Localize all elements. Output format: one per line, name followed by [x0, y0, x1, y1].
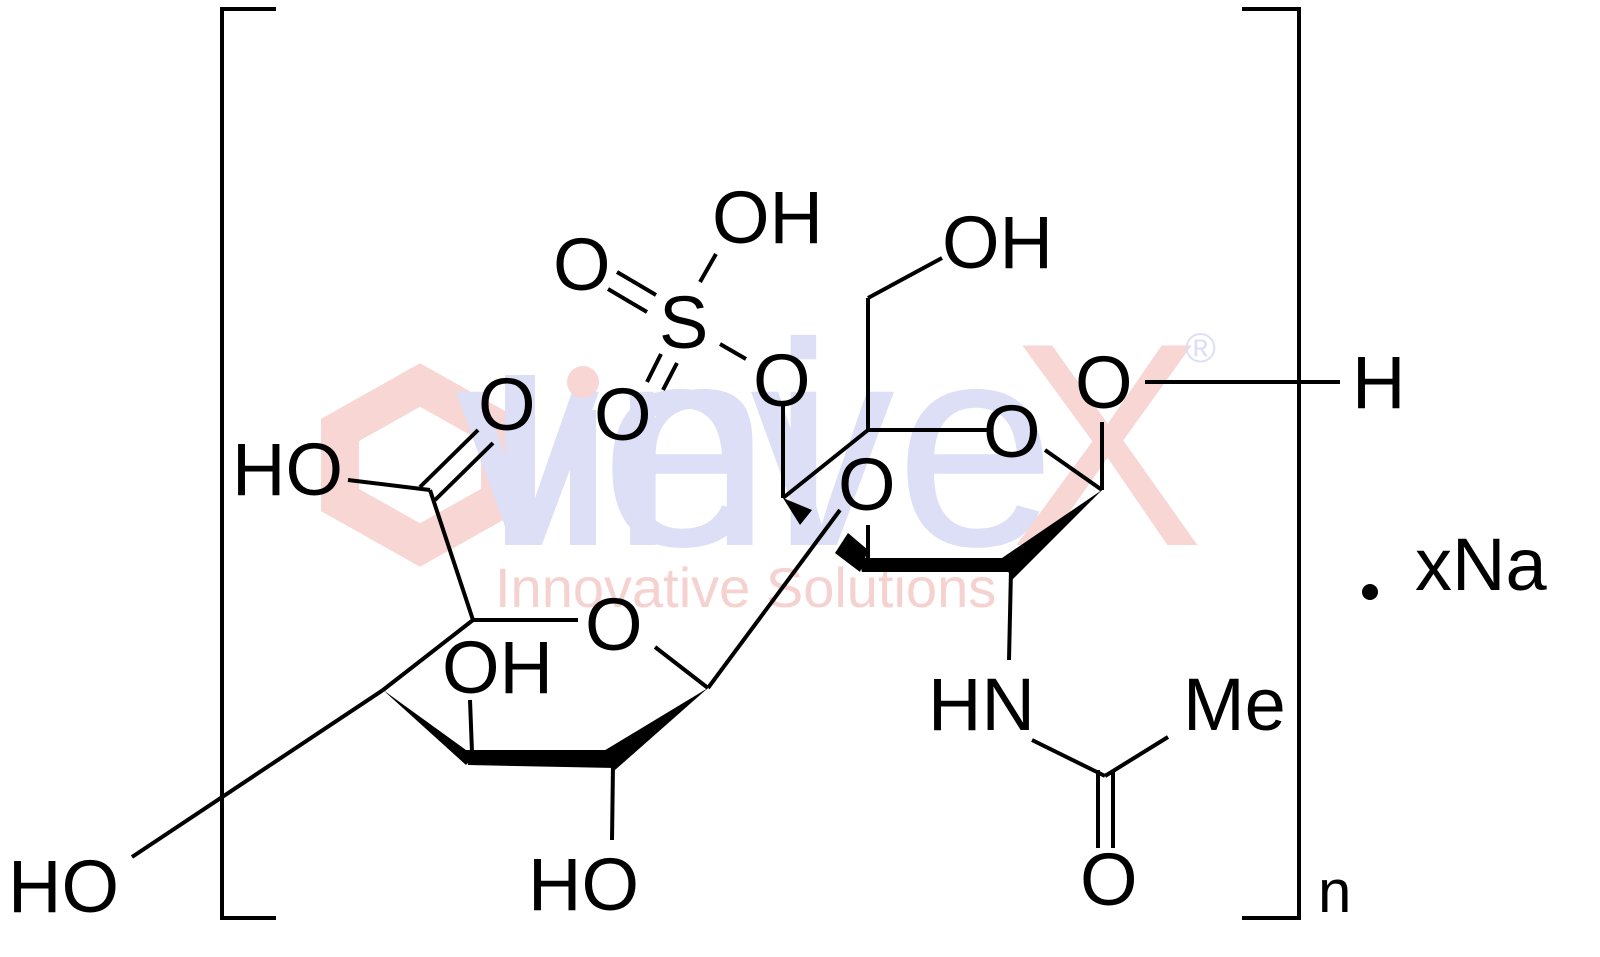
terminal-h-label: H [1352, 341, 1405, 424]
galnac-ring: OH O O H O [781, 201, 1405, 661]
left-bracket [220, 7, 276, 920]
ring1-oxygen-label: O [585, 583, 643, 666]
ring1-ho-bottom-label: HO [528, 843, 639, 926]
ring1-oh-label: OH [442, 626, 553, 709]
watermark-brand-x: X [1010, 283, 1203, 607]
watermark-letter-i [570, 410, 596, 545]
watermark-registered-icon: ® [1185, 324, 1216, 371]
sodium-salt-label: xNa [1415, 523, 1547, 606]
watermark-dot-icon [567, 366, 599, 398]
carboxyl-o-label: O [478, 363, 536, 446]
wedge-bond [602, 688, 708, 770]
wedge-bond [466, 750, 615, 768]
watermark-brand-ve: ve [750, 283, 1056, 607]
wedge-bond [383, 690, 478, 765]
repeat-n-label: n [1318, 858, 1351, 925]
amide-oxygen-label: O [1080, 838, 1138, 921]
anomeric-oxygen-label: O [1075, 341, 1133, 424]
watermark: ve ni ve X ® Innovative Solutions [321, 283, 1216, 619]
carboxyl-ho-label: HO [232, 428, 343, 511]
salt-dot-icon [1362, 584, 1378, 600]
ch2oh-label: OH [942, 201, 1053, 284]
watermark-brand-ni: ni [610, 283, 836, 607]
wedge-bond [783, 498, 812, 525]
glca-ring: O HO O OH HO HO [8, 363, 842, 928]
acetamido-group: HN Me O [928, 663, 1286, 921]
sulfate-o-bottom-label: O [594, 373, 652, 456]
sulfate-o-top-label: O [553, 223, 611, 306]
sulfate-oh-label: OH [712, 176, 823, 259]
sulfur-label: S [659, 281, 708, 364]
wedge-bond [858, 558, 1012, 572]
right-bracket [1242, 7, 1301, 920]
watermark-hexagon-icon [321, 363, 519, 567]
nh-label: HN [928, 663, 1035, 746]
glycosidic-oxygen-label: O [838, 443, 896, 526]
wedge-bond [1002, 490, 1102, 580]
watermark-letter-l [505, 375, 535, 545]
sulfate-group: OH O S O O [553, 176, 823, 456]
ring2-oxygen-label: O [983, 390, 1041, 473]
repeat-brackets [220, 7, 1301, 920]
ring1-ho-left-label: HO [8, 845, 119, 928]
methyl-label: Me [1183, 663, 1286, 746]
